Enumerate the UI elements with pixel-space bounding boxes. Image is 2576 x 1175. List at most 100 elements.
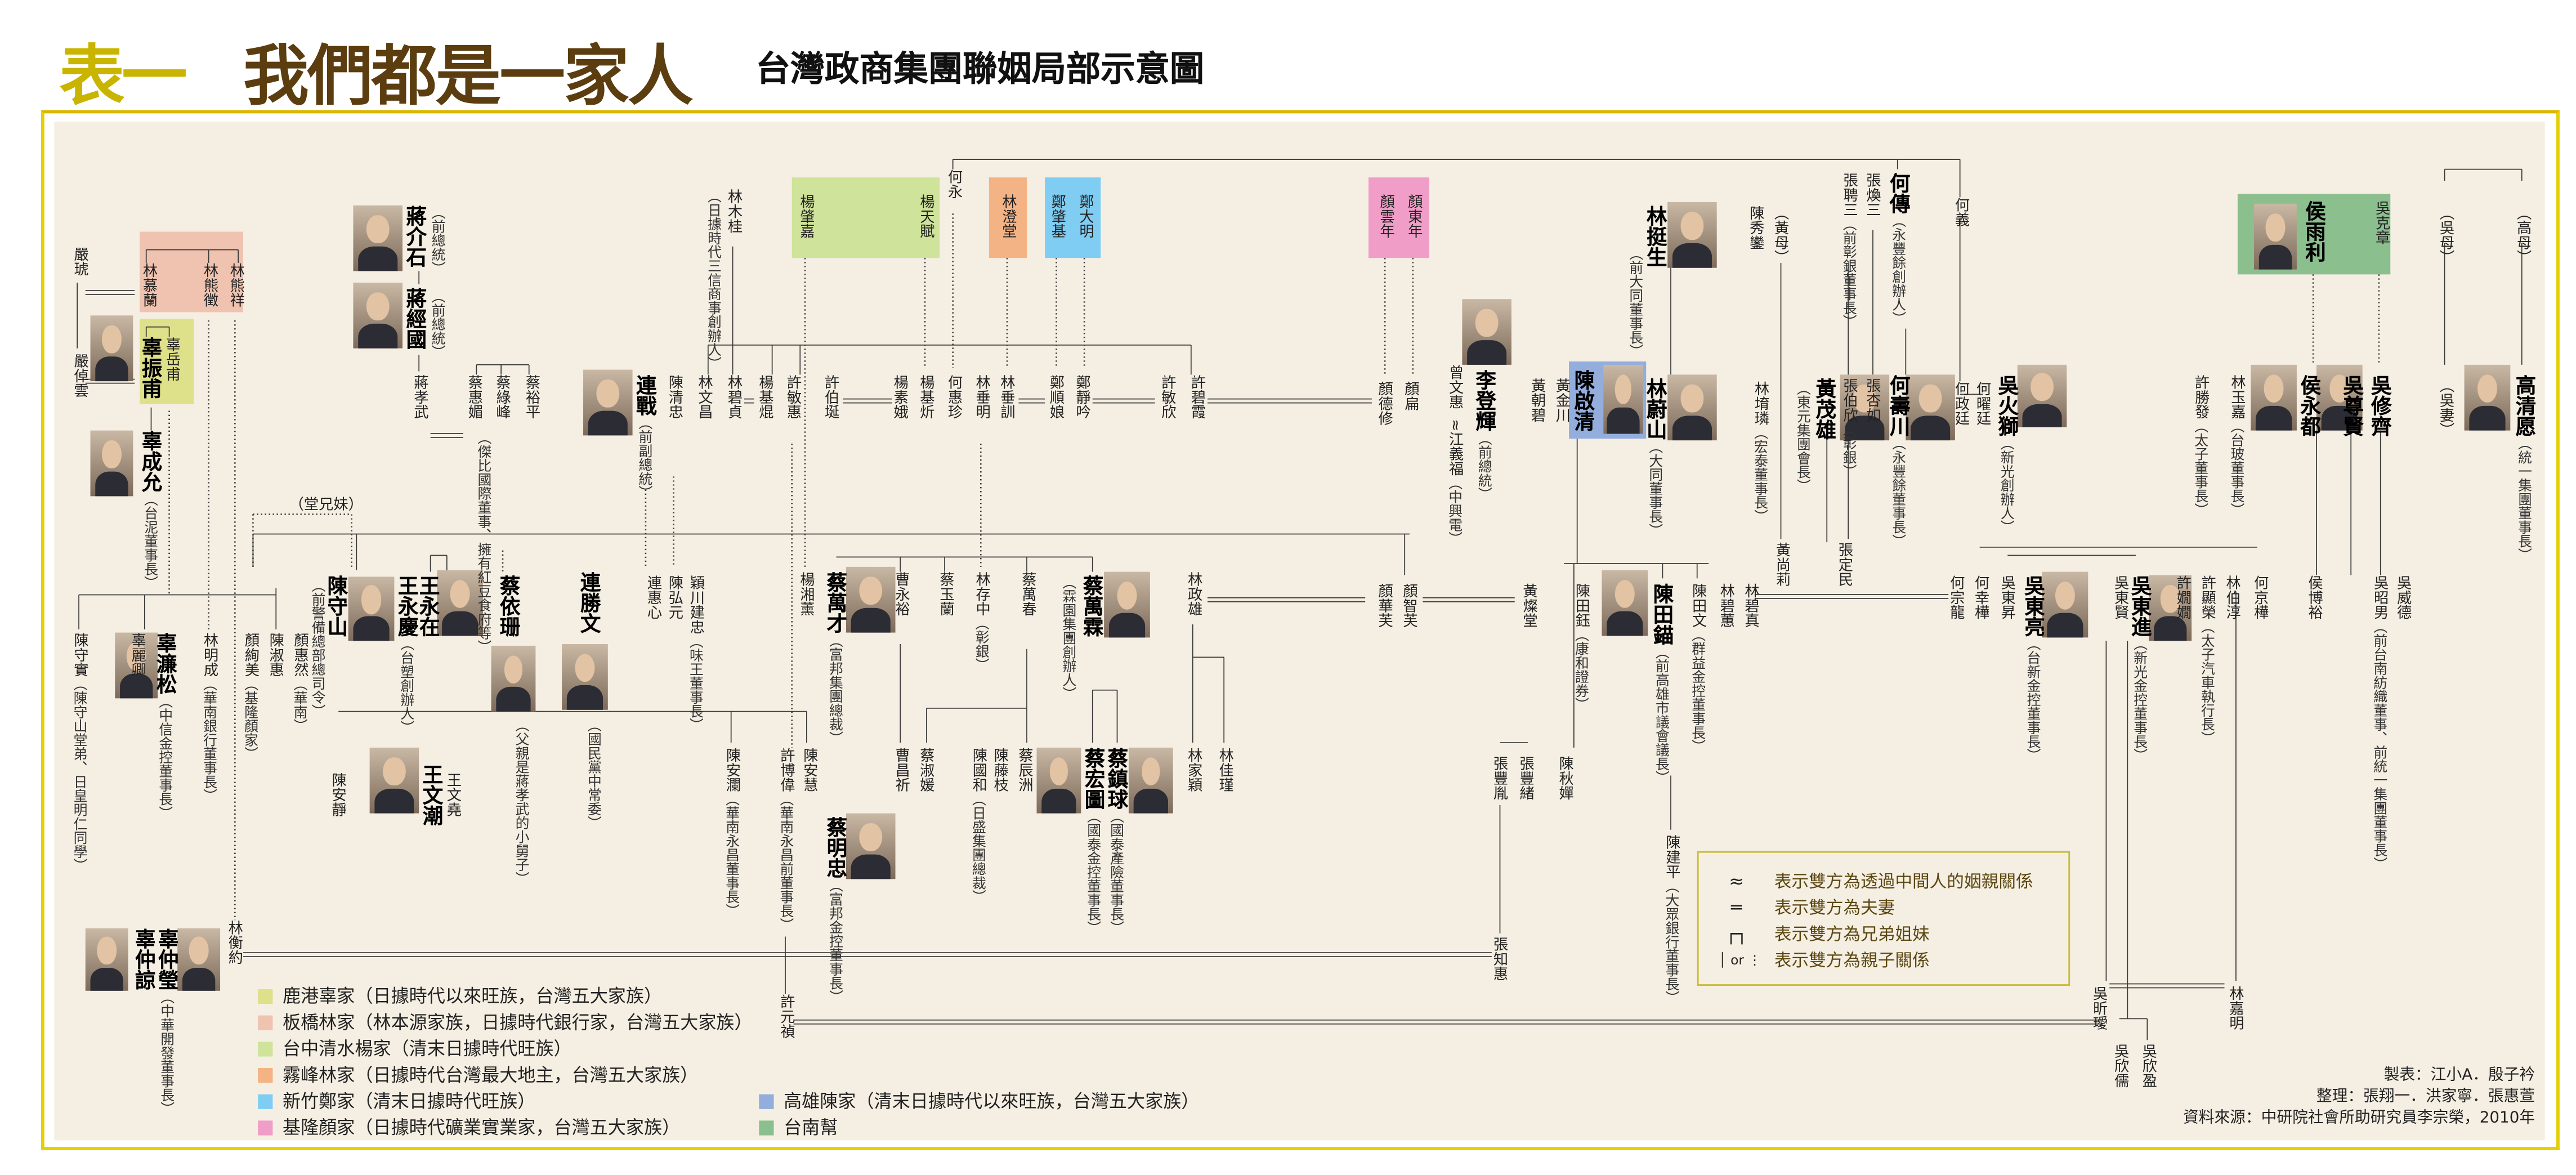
person-he-chuan: 何傳（永豐餘創辦人） — [1886, 172, 1911, 325]
legend-label: 基隆顏家（日據時代礦業實業家，台灣五大家族） — [282, 1117, 681, 1139]
person-silhouette-icon — [383, 757, 405, 786]
color-swatch — [258, 1119, 273, 1135]
person-name: 林家穎 — [1184, 747, 1201, 792]
person-lin-chuixun: 林垂訓 — [997, 374, 1013, 419]
person-name: 陳田錨 — [1649, 583, 1674, 645]
person-silhouette-icon — [2255, 405, 2292, 431]
person-name: 王永慶 — [394, 575, 419, 637]
person-name: 蔣孝武 — [410, 374, 427, 419]
person-name: 何義 — [1952, 197, 1969, 227]
person-silhouette-icon — [2258, 244, 2293, 270]
person-name: 林澄堂 — [999, 194, 1016, 239]
person-he-jinghua: 何京樺 — [2251, 575, 2267, 619]
person-name: 林伯淳 — [2222, 575, 2239, 620]
person-name: 張知惠 — [1490, 936, 1507, 981]
symbol-row-spouse: ═表示雙方為夫妻 — [1719, 896, 1895, 921]
person-title: （中信金控董事長） — [156, 694, 173, 820]
person-lin-yujia: 林玉嘉（台玻董事長） — [2228, 374, 2244, 516]
person-name: 林碧真 — [1741, 583, 1758, 628]
person-title: （前總統） — [1475, 431, 1492, 502]
person-title: （傑比國際董事、擁有紅豆食府等） — [475, 430, 491, 654]
person-cai-huimei: 蔡惠媚 — [465, 374, 481, 419]
person-wu-xinru: 吳欣儒 — [2111, 1043, 2127, 1088]
person-title: （前彰銀董事長） — [1840, 217, 1857, 329]
person-name: 陳安瀾 — [723, 747, 740, 792]
person-silhouette-icon — [441, 611, 478, 636]
person-gu-liansong: 辜濂松（中信金控董事長） — [153, 632, 178, 820]
legend-item-kaohsiung-chen: 高雄陳家（清末日據時代以來旺族，台灣五大家族） — [759, 1088, 1199, 1114]
person-silhouette-icon — [851, 854, 891, 879]
person-cao-changqi: 曹昌祈 — [892, 748, 909, 792]
person-yan-huafu: 顏華芙 — [1375, 583, 1392, 628]
double-line-icon: ═ — [1731, 897, 1742, 919]
person-title: （中興電） — [1446, 476, 1463, 546]
person-name: 辜濂松 — [153, 632, 178, 695]
person-wu-weide: 吳威德 — [2394, 575, 2410, 619]
person-name: 陳守山 — [323, 575, 348, 637]
person-lin-bochun: 林伯淳 — [2223, 575, 2239, 619]
person-name: 林嘉明 — [2226, 986, 2243, 1030]
person-name: 吳東賢 — [2111, 575, 2128, 620]
person-cai-zhenqiu: 蔡鎮球（國泰產險董事長） — [1104, 747, 1129, 935]
legend-item-wufeng-lin: 霧峰林家（日據時代台灣最大地主，台灣五大家族） — [258, 1061, 698, 1088]
person-yan-hu: 嚴琥 — [70, 247, 87, 276]
person-name: 吳欣儒 — [2111, 1043, 2128, 1088]
person-name: （黃母） — [1771, 205, 1788, 265]
person-name: （吳妻） — [2436, 378, 2453, 437]
person-huang-mu: （黃母） — [1771, 205, 1787, 265]
person-name: 顏華芙 — [1375, 583, 1392, 628]
person-silhouette-icon — [1607, 407, 1639, 434]
person-he-xinghua: 何幸樺 — [1971, 575, 1988, 619]
person-title: （群益金控董事長） — [1689, 627, 1706, 754]
person-chen-anjing: 陳安靜 — [329, 772, 345, 817]
person-huang-chaobi: 黃朝碧 — [1528, 378, 1544, 422]
portrait-photo — [1840, 374, 1890, 441]
person-title: （中華開發董事長） — [158, 990, 175, 1116]
person-chiang-xw: 蔣孝武 — [411, 374, 427, 419]
legend-label: 高雄陳家（清末日據時代以來旺族，台灣五大家族） — [784, 1091, 1200, 1113]
person-title: （華南永昌董事長） — [723, 792, 740, 918]
person-chiang-cg: 蔣經國 — [402, 288, 427, 349]
person-chen-shuhui: 陳淑惠 — [266, 633, 283, 677]
person-silhouette-icon — [95, 356, 129, 382]
person-gu-liqing: 辜麗卿 — [128, 633, 145, 677]
portrait-photo — [583, 369, 633, 436]
person-name: 吳昭男 — [2371, 575, 2387, 620]
person-wu-kezhang: 吳克章 — [2372, 200, 2389, 245]
legend-item-banqiao-lin: 板橋林家（林本源家族，日據時代銀行家，台灣五大家族） — [258, 1009, 753, 1035]
person-title: （彰銀） — [1840, 422, 1857, 479]
person-cai-lufeng: 蔡綠峰 — [493, 374, 509, 419]
person-silhouette-icon — [1919, 383, 1942, 413]
person-name: 嚴倬雲 — [70, 353, 87, 398]
person-name: 張煥三 — [1863, 172, 1880, 217]
portrait-photo — [2042, 571, 2088, 638]
person-name: 吳威德 — [2394, 575, 2410, 620]
person-lian-zhan: 連戰（前副總統） — [633, 374, 658, 499]
person-name: 蔡鎮球 — [1104, 747, 1129, 810]
person-yingchuan-jianzhong: 穎川建忠（味王董事長） — [687, 575, 703, 732]
person-name: 許元禎 — [777, 994, 794, 1039]
person-gao-qingyuan: 高清愿（統一集團董事長） — [2512, 374, 2537, 562]
person-silhouette-icon — [2477, 374, 2498, 403]
person-name: 何幸樺 — [1971, 575, 1988, 620]
person-zeng-wenhui: 曾文惠 — [1446, 365, 1462, 409]
person-lin-mulan: 林慕蘭 — [140, 263, 156, 307]
person-title: （富邦金控董事長） — [826, 878, 843, 1004]
person-title: （統一集團董事長） — [2515, 436, 2532, 562]
person-silhouette-icon — [189, 937, 208, 965]
legend-item-lukang-koo: 鹿港辜家（日據時代以來旺族，台灣五大家族） — [258, 982, 662, 1009]
color-swatch — [759, 1093, 774, 1109]
person-wang-wenyao: 王文堯 — [444, 772, 460, 817]
person-name: 王文潮 — [419, 764, 444, 826]
person-silhouette-icon — [2266, 213, 2285, 242]
symbol-row-sibling: ┌┐表示雙方為兄弟姐妹 — [1719, 922, 1929, 946]
person-li-denghui: 李登輝（前總統） — [1472, 370, 1497, 502]
person-name: 林蔚山 — [1643, 378, 1668, 440]
tilde-symbol-icon: ≈ — [1729, 870, 1745, 892]
person-name: 林文昌 — [695, 374, 712, 419]
person-wu-zunxian: 吳尊賢 — [2340, 374, 2364, 436]
person-yan-xumei: 顏絢美（基隆顏家） — [242, 633, 258, 761]
person-cai-hongtu: 蔡宏圖（國泰金控董事長） — [1081, 748, 1106, 935]
person-name: 蔡萬春 — [1018, 571, 1035, 616]
person-name: 連勝文 — [576, 571, 602, 634]
